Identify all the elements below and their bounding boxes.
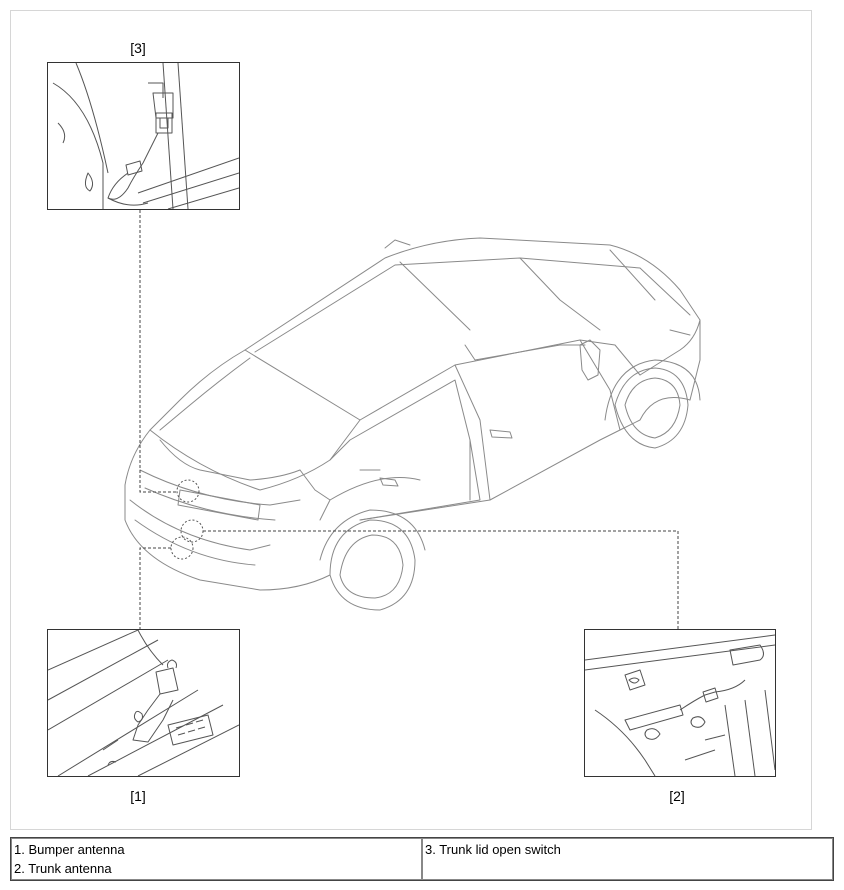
callout-circle-1 <box>170 536 194 560</box>
callout-circle-3 <box>176 479 200 503</box>
inset-trunk-antenna <box>584 629 776 777</box>
inset-bumper-antenna <box>47 629 240 777</box>
legend-column-2: 3. Trunk lid open switch <box>422 838 833 880</box>
leader-line-1 <box>139 547 171 630</box>
trunk-antenna-drawing <box>585 634 775 776</box>
car-illustration <box>124 210 701 630</box>
callout-label-3: [3] <box>130 40 146 56</box>
callout-circle-2 <box>180 519 204 543</box>
trunk-lid-switch-drawing <box>52 63 239 209</box>
figure-frame <box>10 10 812 830</box>
legend-table: 1. Bumper antenna 2. Trunk antenna 3. Tr… <box>10 837 834 881</box>
callout-label-1: [1] <box>130 788 146 804</box>
legend-item-2: 2. Trunk antenna <box>14 861 112 876</box>
legend-item-1: 1. Bumper antenna <box>14 842 125 857</box>
legend-column-1: 1. Bumper antenna 2. Trunk antenna <box>11 838 422 880</box>
leader-line-2 <box>203 530 679 630</box>
callout-label-2: [2] <box>669 788 685 804</box>
legend-item-3: 3. Trunk lid open switch <box>425 842 561 857</box>
inset-trunk-lid-switch <box>47 62 240 210</box>
bumper-antenna-drawing <box>48 630 239 776</box>
leader-line-3 <box>139 210 177 493</box>
